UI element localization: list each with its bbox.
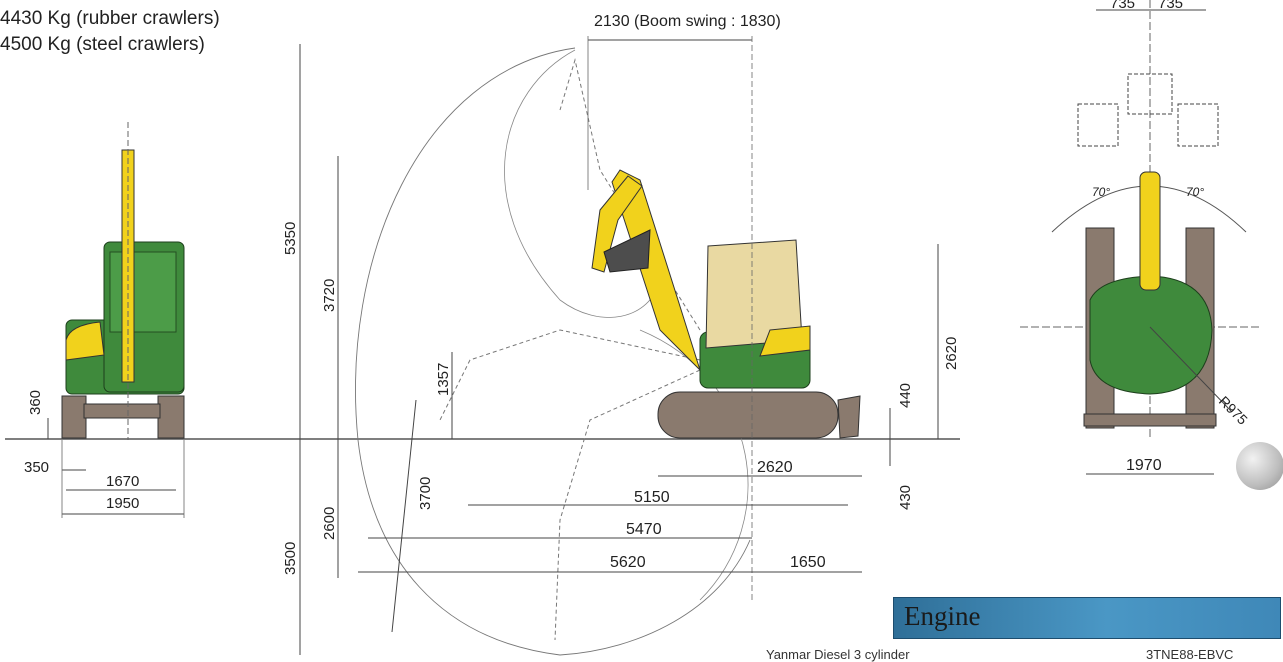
top-boom xyxy=(1139,171,1161,291)
boom-swing-arc xyxy=(504,49,661,318)
side-crawler xyxy=(657,391,839,439)
front-dim-360: 360 xyxy=(27,390,44,415)
dim-430: 430 xyxy=(897,485,914,510)
front-view: 360 350 1670 1950 xyxy=(24,122,185,518)
dim-440: 440 xyxy=(897,383,914,408)
front-dim-1670: 1670 xyxy=(106,473,139,490)
dim-1357: 1357 xyxy=(435,363,452,396)
dim-2620-right: 2620 xyxy=(943,337,960,370)
top-angle-right: 70° xyxy=(1186,185,1204,199)
front-cab-window xyxy=(109,251,177,333)
side-view: 5350 3720 1357 3700 2600 3500 2130 (Boom… xyxy=(282,13,960,656)
dim-5470: 5470 xyxy=(626,521,662,538)
machine-weights: 4430 Kg (rubber crawlers) 4500 Kg (steel… xyxy=(0,6,220,58)
top-angle-left: 70° xyxy=(1092,185,1110,199)
front-dim-1950: 1950 xyxy=(106,495,139,512)
side-bucket xyxy=(603,229,651,273)
engine-spec-row: Yanmar Diesel 3 cylinder 3TNE88-EBVC xyxy=(766,647,1281,662)
front-undercarriage xyxy=(83,403,161,419)
top-bucket-right xyxy=(1177,103,1219,147)
top-blade xyxy=(1083,413,1217,427)
engine-spec-label: Yanmar Diesel 3 cylinder xyxy=(766,647,910,662)
dim-5620: 5620 xyxy=(610,554,646,571)
top-r975-line xyxy=(1149,326,1233,413)
ghost-arm-low xyxy=(439,329,701,421)
top-bucket-center xyxy=(1127,73,1173,115)
top-dim-1970: 1970 xyxy=(1126,457,1162,474)
top-view: 735 735 70° 70° R975 1970 xyxy=(1020,0,1260,475)
side-blade xyxy=(837,395,861,439)
page-corner-knob xyxy=(1236,442,1283,490)
dim-3500: 3500 xyxy=(282,542,299,575)
engine-header: Engine xyxy=(893,597,1281,639)
dig-arc xyxy=(639,329,749,601)
weight-rubber-crawlers: 4430 Kg (rubber crawlers) xyxy=(0,8,220,29)
front-dim-350: 350 xyxy=(24,459,49,476)
working-range-envelope xyxy=(355,47,751,656)
front-yellow-guard xyxy=(65,321,105,361)
front-crawler-right xyxy=(157,395,185,439)
top-r975: R975 xyxy=(1216,393,1251,428)
dim-5150: 5150 xyxy=(634,489,670,506)
top-dim-735b: 735 xyxy=(1158,0,1183,12)
dim-3700-line xyxy=(391,399,417,633)
weight-steel-crawlers: 4500 Kg (steel crawlers) xyxy=(0,34,205,55)
dim-2600: 2600 xyxy=(321,507,338,540)
dim-3700: 3700 xyxy=(417,477,434,510)
engine-spec-value: 3TNE88-EBVC xyxy=(1146,647,1234,662)
front-crawler-left xyxy=(61,395,87,439)
dim-1650: 1650 xyxy=(790,554,826,571)
top-dim-735a: 735 xyxy=(1110,0,1135,12)
side-yellow-panel xyxy=(759,325,811,357)
top-body xyxy=(1089,275,1213,395)
dim-5350: 5350 xyxy=(282,222,299,255)
side-boom xyxy=(611,169,701,371)
dim-boom-swing: 2130 (Boom swing : 1830) xyxy=(594,13,781,30)
dim-2620: 2620 xyxy=(757,459,793,476)
dim-3720: 3720 xyxy=(321,279,338,312)
side-arm xyxy=(591,175,643,273)
top-bucket-left xyxy=(1077,103,1119,147)
engine-title: Engine xyxy=(904,601,981,631)
